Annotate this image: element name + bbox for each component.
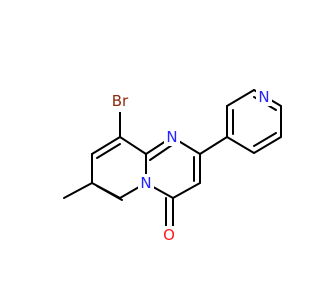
pyridine-nitrogen-atom: N <box>256 88 272 106</box>
bromine-label: Br <box>112 92 129 110</box>
pyridine-nitrogen-label: N <box>258 88 269 106</box>
bond <box>119 136 147 155</box>
bond <box>226 89 255 107</box>
oxygen-atom: O <box>160 226 178 244</box>
bridgehead-nitrogen-label: N <box>140 174 151 192</box>
bond <box>226 136 255 154</box>
bonds <box>63 89 282 231</box>
atom-labels: Br N N N O <box>106 88 272 244</box>
bond <box>149 144 173 161</box>
bond <box>96 143 121 159</box>
bromine-atom: Br <box>106 92 134 112</box>
bond <box>172 182 201 199</box>
bond <box>199 136 228 155</box>
ring-nitrogen-label: N <box>166 128 177 146</box>
molecule-structure: Br N N N O <box>63 88 282 244</box>
bond <box>96 185 123 201</box>
bond <box>253 132 277 147</box>
ring-nitrogen-atom: N <box>164 128 180 146</box>
bond <box>91 136 121 155</box>
bond <box>253 136 282 154</box>
bond <box>63 182 93 199</box>
oxygen-label: O <box>163 226 175 244</box>
bridgehead-nitrogen-atom: N <box>138 174 154 192</box>
